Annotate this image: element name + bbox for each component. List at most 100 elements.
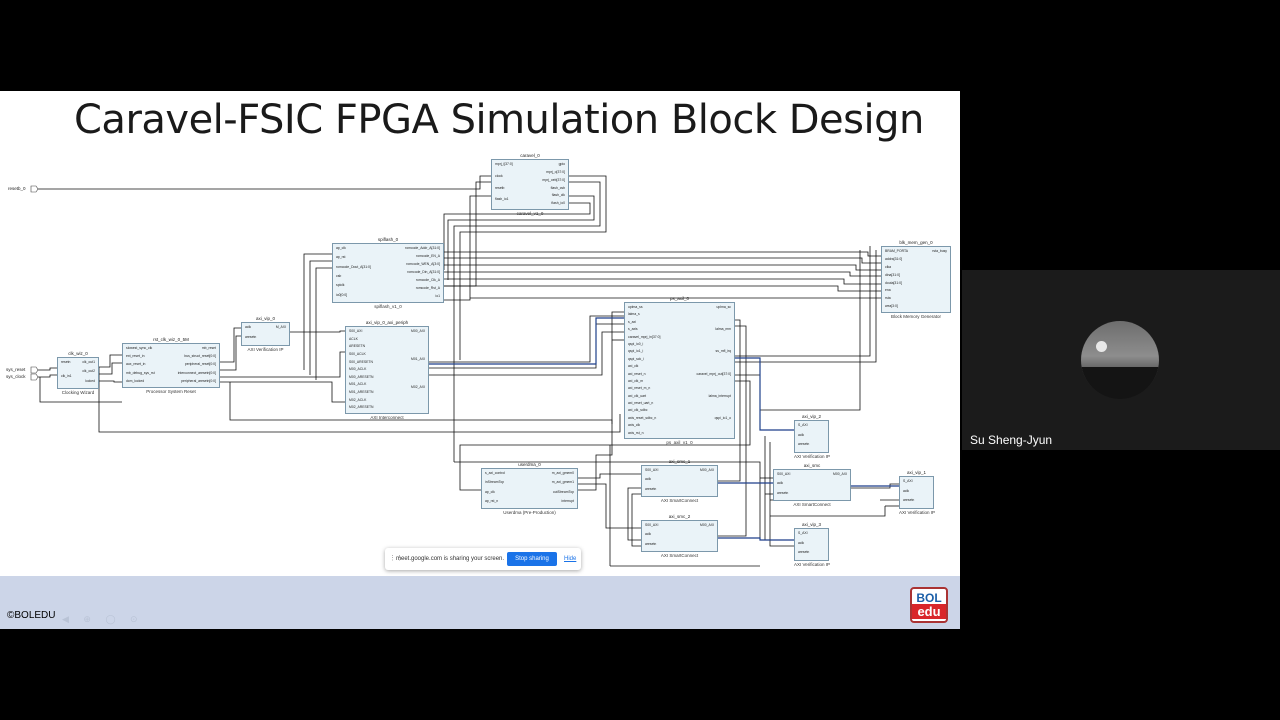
port-label: mb_reset xyxy=(201,346,216,350)
port-label: s_axi_control xyxy=(485,471,505,475)
block-title: blk_mem_gen_0 xyxy=(899,240,933,245)
slide-nav-icons[interactable]: ◀ ⊕ ◯ ⊙ xyxy=(62,614,144,624)
port-label: aresetn xyxy=(645,541,657,546)
port-label: M02_ACLK xyxy=(349,397,367,402)
block-title: axi_smc_1 xyxy=(668,459,691,464)
avatar-sun xyxy=(1096,341,1107,352)
port-label: aresetn xyxy=(777,490,789,495)
block-subtitle: ps_axil_v1_0 xyxy=(666,440,693,445)
port-label: aclk xyxy=(777,481,784,486)
port-label: clk_in1 xyxy=(61,374,72,378)
port-label: flash_clk xyxy=(551,193,565,198)
port-label: mb_debug_sys_rst xyxy=(126,370,155,375)
port-label: S00_ACLK xyxy=(349,351,366,356)
port-label: ap_rst_n xyxy=(485,498,499,503)
block-subtitle: AXI SmartConnect xyxy=(660,498,699,503)
slide-title: Caravel-FSIC FPGA Simulation Block Desig… xyxy=(74,97,924,143)
hide-button[interactable]: Hide xyxy=(564,556,577,562)
block-title: ps_axil_0 xyxy=(669,296,689,301)
port-label: rsta xyxy=(885,296,891,301)
stop-sharing-button[interactable]: Stop sharing xyxy=(507,552,557,566)
external-port-label: resetb_0 xyxy=(8,186,26,191)
port-label: m_axi_gmem1 xyxy=(551,480,574,485)
port-label: axi_reset_n xyxy=(628,371,646,376)
block-subtitle: Clocking Wizard xyxy=(61,390,95,395)
block-title: clk_wiz_0 xyxy=(68,351,88,356)
port-label: ap_clk xyxy=(336,246,346,250)
port-label: aresetn xyxy=(798,550,810,555)
port-label: axi_clk_uart xyxy=(628,393,647,398)
port-label: aclk xyxy=(645,477,652,482)
port-label: peripheral_aresetn[0:0] xyxy=(181,378,216,383)
block-subtitle: AXI SmartConnect xyxy=(660,553,699,558)
block-subtitle: AXI Interconnect xyxy=(370,415,404,420)
port-label: mprj_oeb[37:0] xyxy=(542,177,565,182)
port-label: S00_AXI xyxy=(349,329,363,333)
port-label: ACLK xyxy=(349,336,358,341)
port-label: ARESETN xyxy=(349,344,366,349)
port-label: uplma_ss xyxy=(628,305,643,309)
port-label: S00_AXI xyxy=(645,468,659,472)
block-subtitle: AXI Verification IP xyxy=(794,454,831,459)
block-title: caravel_0 xyxy=(520,153,540,158)
block-subtitle: spiflash_v1_0 xyxy=(374,304,402,309)
port-label: qspi_io0_i xyxy=(628,341,644,346)
port-label: lalma_s xyxy=(628,312,640,317)
block-title: axi_vip_2 xyxy=(801,414,821,419)
block-title: axi_vip_3 xyxy=(801,522,821,527)
port-label: axi_clk_sdbc xyxy=(628,408,648,413)
port-label: aclk xyxy=(798,540,805,545)
block-title: rst_clk_wiz_0_5M xyxy=(153,337,189,342)
port-label: qspi_io1_o xyxy=(714,415,731,420)
port-label: romcode_Addr_A[31:0] xyxy=(405,246,440,250)
port-label: clk_out2 xyxy=(82,369,95,374)
port-label: axi_reset_uart_n xyxy=(628,401,654,406)
block-subtitle: AXI Verification IP xyxy=(899,510,936,515)
port-label: axi_reset_m_n xyxy=(628,386,651,391)
port-label: s_axi xyxy=(628,319,636,324)
slide-footer xyxy=(0,576,960,629)
port-label: axis_reset_sdbc_n xyxy=(628,415,657,420)
port-label: romcode_Dout_A[31:0] xyxy=(336,264,371,269)
port-label: M00_AXI xyxy=(700,523,714,527)
port-label: aresetn xyxy=(645,486,657,491)
port-label: aclk xyxy=(798,432,805,437)
port-label: M00_ACLK xyxy=(349,367,367,372)
port-label: uplma_sc xyxy=(716,305,731,309)
port-label: m_axi_gmem0 xyxy=(551,471,574,475)
block-axi_ic[interactable]: S00_AXI ACLK ARESETN S00_ACLK S00_ARESETN M00… xyxy=(345,326,429,414)
port-label: caravel_mprj_in[37:0] xyxy=(628,334,661,339)
port-label: clk_out1 xyxy=(82,360,95,364)
port-label: aux_reset_in xyxy=(126,362,146,367)
port-label: resetb xyxy=(495,185,505,190)
block-title: axi_smc_2 xyxy=(668,514,691,519)
port-label: romcode_Din_A[31:0] xyxy=(407,270,440,274)
port-label: S00_ARESETN xyxy=(349,359,373,364)
port-label: axis_rst_n xyxy=(628,430,644,435)
port-label: S_AXI xyxy=(798,531,808,535)
port-label: interrupt xyxy=(561,498,574,503)
port-label: M01_ACLK xyxy=(349,382,367,387)
drag-handle-icon[interactable]: ⋮⋮ xyxy=(389,555,403,562)
port-label: aresetn xyxy=(903,498,915,503)
copyright-label: ©BOLEDU xyxy=(7,610,56,621)
port-label: io1 xyxy=(435,294,440,298)
port-label: addra[31:0] xyxy=(885,256,903,261)
block-subtitle: AXI SmartConnect xyxy=(793,502,831,507)
block-subtitle: AXI Verification IP xyxy=(247,347,284,352)
block-title: axi_smc xyxy=(803,463,821,468)
